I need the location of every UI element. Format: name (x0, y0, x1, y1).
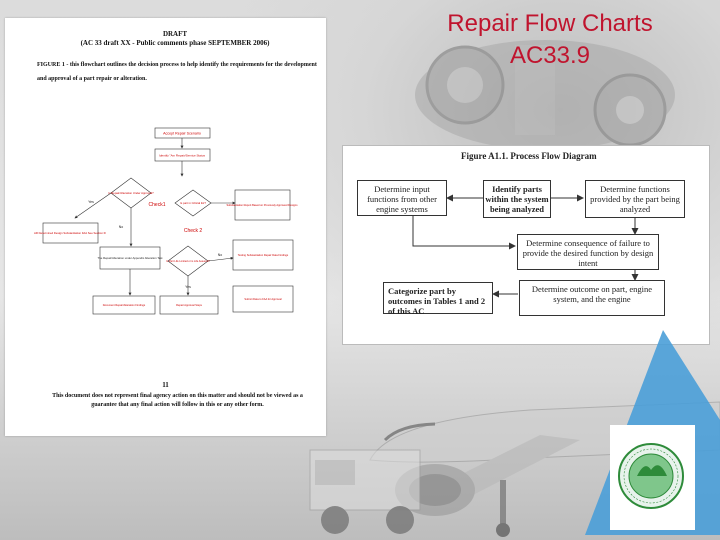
engine-background-image (415, 40, 675, 150)
flow-bottom-mid-label: Repair Approval Steps (176, 303, 203, 307)
flow-right-top-label: Substantiation Report Based on Previousl… (226, 203, 298, 207)
document-header-draft: DRAFT (162, 30, 188, 38)
diagram-box-functions-provided: Determine functions provided by the part… (585, 180, 685, 218)
flow-check2-label: Check 2 (184, 228, 203, 234)
flow-bottom-mid-box (159, 295, 219, 315)
document-footer: This document does not represent final a… (52, 393, 303, 408)
diagram-box-categorize: Categorize part by outcomes in Tables 1 … (383, 282, 493, 316)
flow-left-label: AR Determined Design Substantiation FAA … (34, 231, 106, 235)
flow-no-2: No (218, 253, 223, 257)
flow-bottom-right-box (232, 285, 294, 313)
flow-right-mid-box (232, 239, 294, 271)
diagram-box-outcome: Determine outcome on part, engine system… (519, 280, 665, 316)
document-header-subtitle: (AC 33 draft XX - Public comments phase … (80, 39, 270, 47)
diagram-title: Figure A1.1. Process Flow Diagram (461, 151, 597, 161)
flow-decision3-label: Is Part Life Limited or is Life Assured? (166, 259, 210, 263)
process-flow-diagram: Figure A1.1. Process Flow Diagram Determ… (342, 145, 710, 345)
slide-title-line1: Repair Flow Charts (447, 10, 653, 37)
diagram-box-input-functions: Determine input functions from other eng… (357, 180, 447, 216)
document-page-number: 11 (162, 381, 169, 389)
flow-decision1 (110, 177, 152, 209)
flow-no-1: No (119, 225, 124, 229)
flow-bottom-left-box (92, 295, 156, 315)
flow-check1-label: Check1 (149, 202, 166, 208)
flow-right-top-box (234, 189, 291, 221)
document-page: DRAFT (AC 33 draft XX - Public comments … (5, 18, 326, 436)
flow-bottom-right-label: Submit Data to FAA for Approval (244, 297, 282, 301)
flow-yes-1: Yes (88, 200, 94, 204)
document-intro: FIGURE 1 - this flowchart outlines the d… (37, 62, 317, 82)
faa-seal-triangle-logo (585, 330, 720, 535)
document-flowchart: Accept Repair Scenario Identify "Am Repa… (34, 127, 298, 315)
flow-decision2-label: Is part in Critical list? (180, 201, 206, 205)
truck-background-image (309, 449, 421, 534)
diagram-connectors (412, 194, 639, 298)
diagram-box-identify-parts: Identify parts within the system being a… (483, 180, 551, 218)
flow-left-box (42, 222, 99, 244)
flow-start-box (154, 127, 211, 139)
flow-identify-label: Identify "Am Repair/Service Status (159, 154, 205, 158)
flow-right-mid-label: Testing Substantiation Repair Data Findi… (238, 253, 289, 257)
flow-decision1-label: Is Repair/Alteration Under Approval? (108, 191, 154, 195)
flow-mid-label: The Repair/Alteration under Appendix Alt… (98, 256, 163, 260)
diagram-box-consequence: Determine consequence of failure to prov… (517, 234, 659, 270)
flow-bottom-left-label: Document Repair/Alteration Findings (103, 303, 146, 307)
document-header: DRAFT (AC 33 draft XX - Public comments … (45, 30, 305, 48)
slide-title-line2: AC33.9 (509, 42, 591, 69)
slide-title: Repair Flow Charts AC33.9 (415, 8, 685, 72)
flow-identify-box (154, 148, 211, 162)
flow-start-label: Accept Repair Scenario (163, 132, 201, 136)
